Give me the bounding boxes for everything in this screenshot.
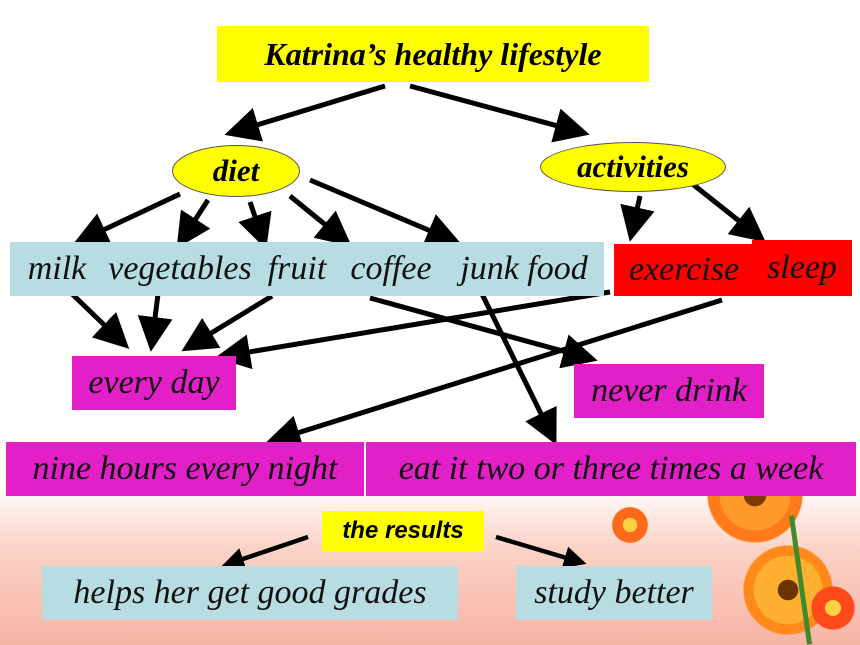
diagram-title: Katrina’s healthy lifestyle [217, 26, 649, 82]
category-diet: diet [172, 145, 300, 197]
flower-decoration [808, 583, 858, 633]
results-label: the results [322, 511, 484, 551]
arrow-junk-food-two-three [479, 292, 557, 445]
item-vegetables: vegetables [104, 242, 256, 296]
arrow-exercise-every-day [215, 289, 611, 370]
arrow-results-grades [221, 534, 309, 570]
arrow-diet-junk-food [309, 177, 462, 247]
item-exercise: exercise [614, 244, 754, 296]
arrow-title-activities [409, 83, 590, 143]
arrow-fruit-every-day [181, 293, 274, 352]
item-sleep: sleep [752, 240, 852, 296]
arrow-sleep-nine-hours [265, 297, 723, 450]
flower-decoration [610, 505, 650, 545]
arrow-coffee-never-drink [369, 295, 598, 369]
arrow-diet-coffee [288, 194, 352, 247]
arrow-milk-every-day [68, 290, 130, 349]
arrow-diet-fruit [238, 201, 272, 250]
arrow-results-study [495, 534, 587, 569]
result-good-grades: helps her get good grades [42, 566, 458, 620]
item-coffee: coffee [338, 242, 444, 296]
frequency-two-three-week: eat it two or three times a week [366, 442, 856, 496]
arrow-vegetables-every-day [137, 293, 173, 352]
frequency-every-day: every day [72, 356, 236, 410]
item-milk: milk [10, 242, 104, 296]
result-study-better: study better [516, 566, 712, 620]
frequency-never-drink: never drink [574, 364, 764, 418]
arrow-activities-sleep [688, 180, 766, 243]
frequency-nine-hours: nine hours every night [6, 442, 364, 496]
category-activities: activities [540, 142, 726, 192]
item-fruit: fruit [256, 242, 338, 296]
item-junk-food: junk food [444, 242, 604, 296]
arrow-diet-milk [72, 191, 182, 246]
arrow-diet-vegetables [176, 198, 211, 249]
arrow-title-diet [224, 83, 386, 142]
arrow-activities-exercise [620, 195, 655, 242]
